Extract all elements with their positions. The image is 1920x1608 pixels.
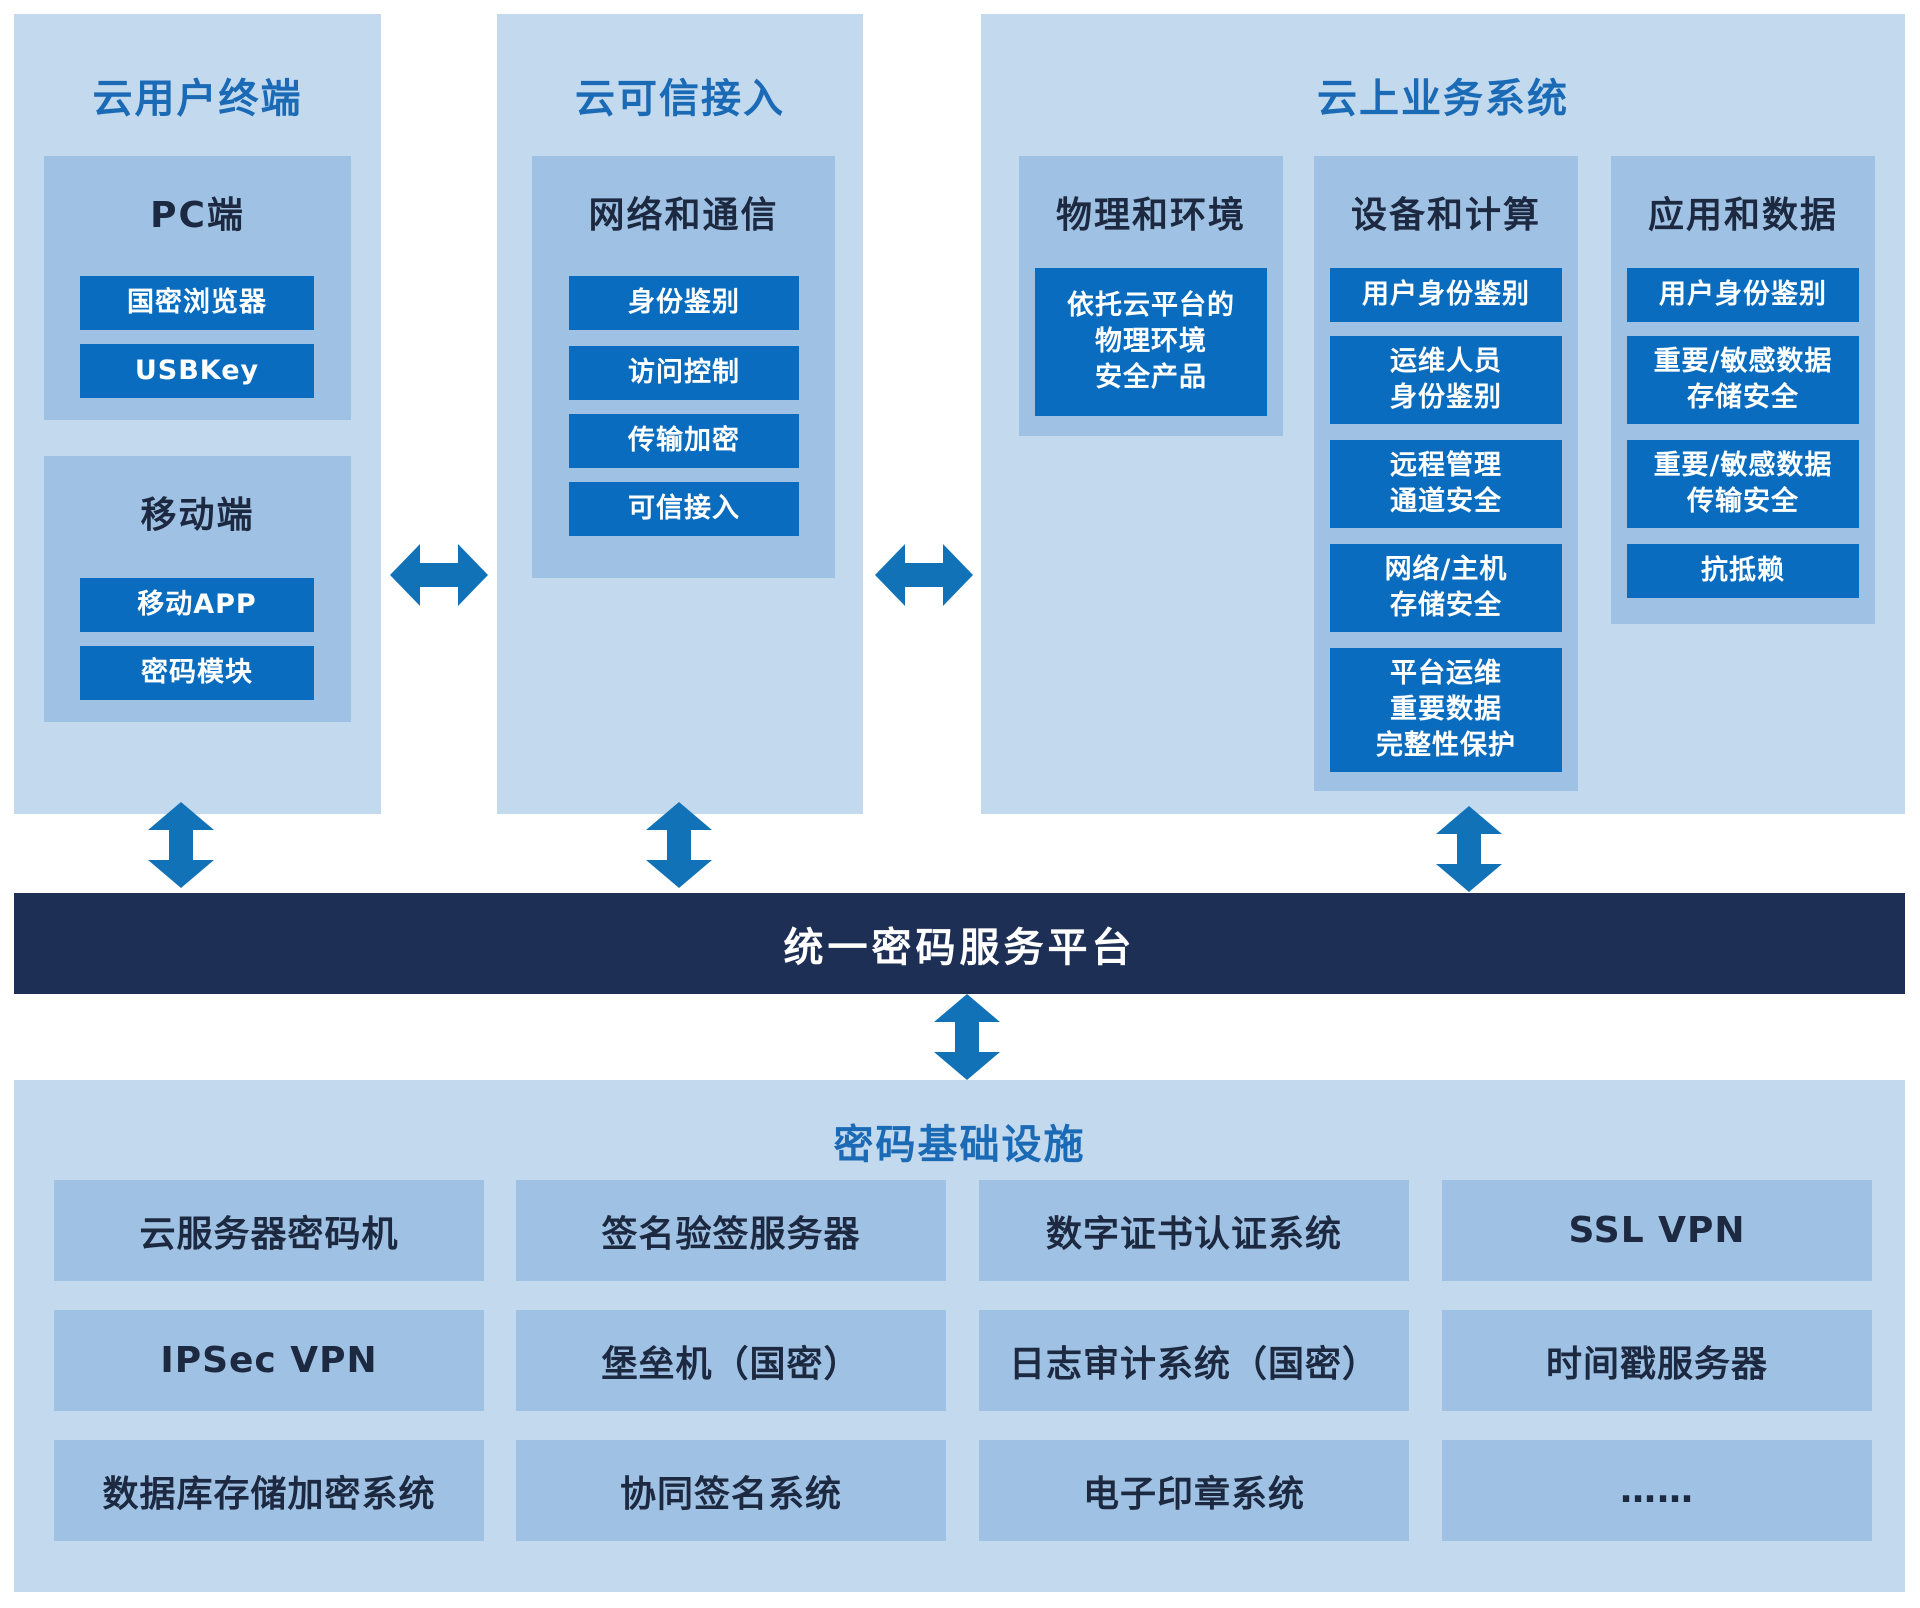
mobile-title: 移动端 bbox=[140, 495, 255, 536]
infra-ssl-vpn: SSL VPN bbox=[1442, 1180, 1872, 1281]
item-platform-integrity: 平台运维 重要数据 完整性保护 bbox=[1330, 648, 1562, 772]
item-sensitive-storage: 重要/敏感数据 存储安全 bbox=[1627, 336, 1859, 424]
trusted-access-title: 云可信接入 bbox=[575, 76, 785, 122]
double-arrow-vertical-icon bbox=[1436, 806, 1502, 892]
double-arrow-vertical-icon bbox=[148, 802, 214, 888]
device-group: 设备和计算 用户身份鉴别 运维人员 身份鉴别 远程管理 通道安全 网络/主机 存… bbox=[1314, 156, 1578, 791]
item-user-auth-app: 用户身份鉴别 bbox=[1627, 268, 1859, 322]
cloud-user-terminal-title: 云用户终端 bbox=[92, 76, 303, 122]
pc-title: PC端 bbox=[150, 195, 245, 236]
trusted-access-panel: 云可信接入 网络和通信 身份鉴别 访问控制 传输加密 可信接入 bbox=[497, 14, 863, 814]
infra-more: …… bbox=[1442, 1440, 1872, 1541]
network-group: 网络和通信 身份鉴别 访问控制 传输加密 可信接入 bbox=[532, 156, 835, 578]
infra-timestamp-server: 时间戳服务器 bbox=[1442, 1310, 1872, 1411]
item-user-auth-device: 用户身份鉴别 bbox=[1330, 268, 1562, 322]
unified-crypto-platform: 统一密码服务平台 bbox=[14, 893, 1905, 994]
double-arrow-vertical-icon bbox=[646, 802, 712, 888]
infra-bastion-host: 堡垒机（国密） bbox=[516, 1310, 946, 1411]
item-network-host-storage: 网络/主机 存储安全 bbox=[1330, 544, 1562, 632]
infra-ipsec-vpn: IPSec VPN bbox=[54, 1310, 484, 1411]
physical-group: 物理和环境 依托云平台的 物理环境 安全产品 bbox=[1019, 156, 1283, 436]
app-data-group: 应用和数据 用户身份鉴别 重要/敏感数据 存储安全 重要/敏感数据 传输安全 抗… bbox=[1611, 156, 1875, 624]
infra-cosign-system: 协同签名系统 bbox=[516, 1440, 946, 1541]
item-gm-browser: 国密浏览器 bbox=[80, 276, 314, 330]
double-arrow-vertical-icon bbox=[934, 994, 1000, 1080]
infra-db-encryption: 数据库存储加密系统 bbox=[54, 1440, 484, 1541]
network-title: 网络和通信 bbox=[588, 195, 779, 236]
infra-ca-system: 数字证书认证系统 bbox=[979, 1180, 1409, 1281]
physical-title: 物理和环境 bbox=[1055, 195, 1246, 236]
item-trusted-access: 可信接入 bbox=[569, 482, 799, 536]
double-arrow-horizontal-icon bbox=[875, 544, 973, 606]
infra-log-audit: 日志审计系统（国密） bbox=[979, 1310, 1409, 1411]
pc-group: PC端 国密浏览器 USBKey bbox=[44, 156, 351, 420]
item-mobile-app: 移动APP bbox=[80, 578, 314, 632]
item-non-repudiation: 抗抵赖 bbox=[1627, 544, 1859, 598]
cloud-business-panel: 云上业务系统 物理和环境 依托云平台的 物理环境 安全产品 设备和计算 用户身份… bbox=[981, 14, 1905, 814]
item-ops-auth: 运维人员 身份鉴别 bbox=[1330, 336, 1562, 424]
item-remote-channel: 远程管理 通道安全 bbox=[1330, 440, 1562, 528]
crypto-infrastructure-title: 密码基础设施 bbox=[833, 1122, 1086, 1168]
crypto-infrastructure-panel: 密码基础设施 云服务器密码机 签名验签服务器 数字证书认证系统 SSL VPN … bbox=[14, 1080, 1905, 1592]
item-usbkey: USBKey bbox=[80, 344, 314, 398]
mobile-group: 移动端 移动APP 密码模块 bbox=[44, 456, 351, 722]
item-physical-products: 依托云平台的 物理环境 安全产品 bbox=[1035, 268, 1267, 416]
infra-cloud-hsm: 云服务器密码机 bbox=[54, 1180, 484, 1281]
cloud-business-title: 云上业务系统 bbox=[1317, 76, 1569, 122]
item-identity-auth: 身份鉴别 bbox=[569, 276, 799, 330]
item-sensitive-transport: 重要/敏感数据 传输安全 bbox=[1627, 440, 1859, 528]
cloud-user-terminal-panel: 云用户终端 PC端 国密浏览器 USBKey 移动端 移动APP 密码模块 bbox=[14, 14, 381, 814]
infra-e-seal-system: 电子印章系统 bbox=[979, 1440, 1409, 1541]
infra-signature-server: 签名验签服务器 bbox=[516, 1180, 946, 1281]
double-arrow-horizontal-icon bbox=[390, 544, 488, 606]
device-title: 设备和计算 bbox=[1350, 195, 1541, 236]
item-access-control: 访问控制 bbox=[569, 346, 799, 400]
app-data-title: 应用和数据 bbox=[1647, 195, 1838, 236]
item-transport-encryption: 传输加密 bbox=[569, 414, 799, 468]
item-crypto-module: 密码模块 bbox=[80, 646, 314, 700]
